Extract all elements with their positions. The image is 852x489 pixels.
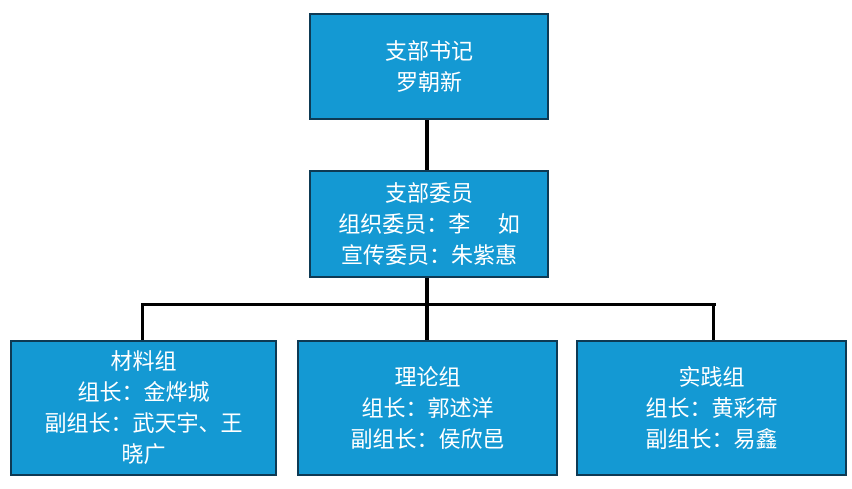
node-branch-secretary: 支部书记 罗朝新	[309, 13, 549, 120]
connector-drop-materials	[141, 303, 144, 340]
node-theory-group: 理论组 组长：郭述洋 副组长：侯欣邑	[297, 340, 558, 476]
connector-root-to-committee	[425, 120, 429, 170]
node-materials-group: 材料组 组长：金烨城 副组长：武天宇、王 晓广	[10, 340, 277, 476]
node-practice-group: 实践组 组长：黄彩荷 副组长：易鑫	[576, 340, 847, 476]
connector-committee-to-groups	[425, 278, 429, 340]
node-branch-committee: 支部委员 组织委员：李 如 宣传委员：朱紫惠	[309, 170, 549, 278]
connector-drop-practice	[712, 303, 715, 340]
connector-horizontal-bus	[141, 303, 716, 306]
